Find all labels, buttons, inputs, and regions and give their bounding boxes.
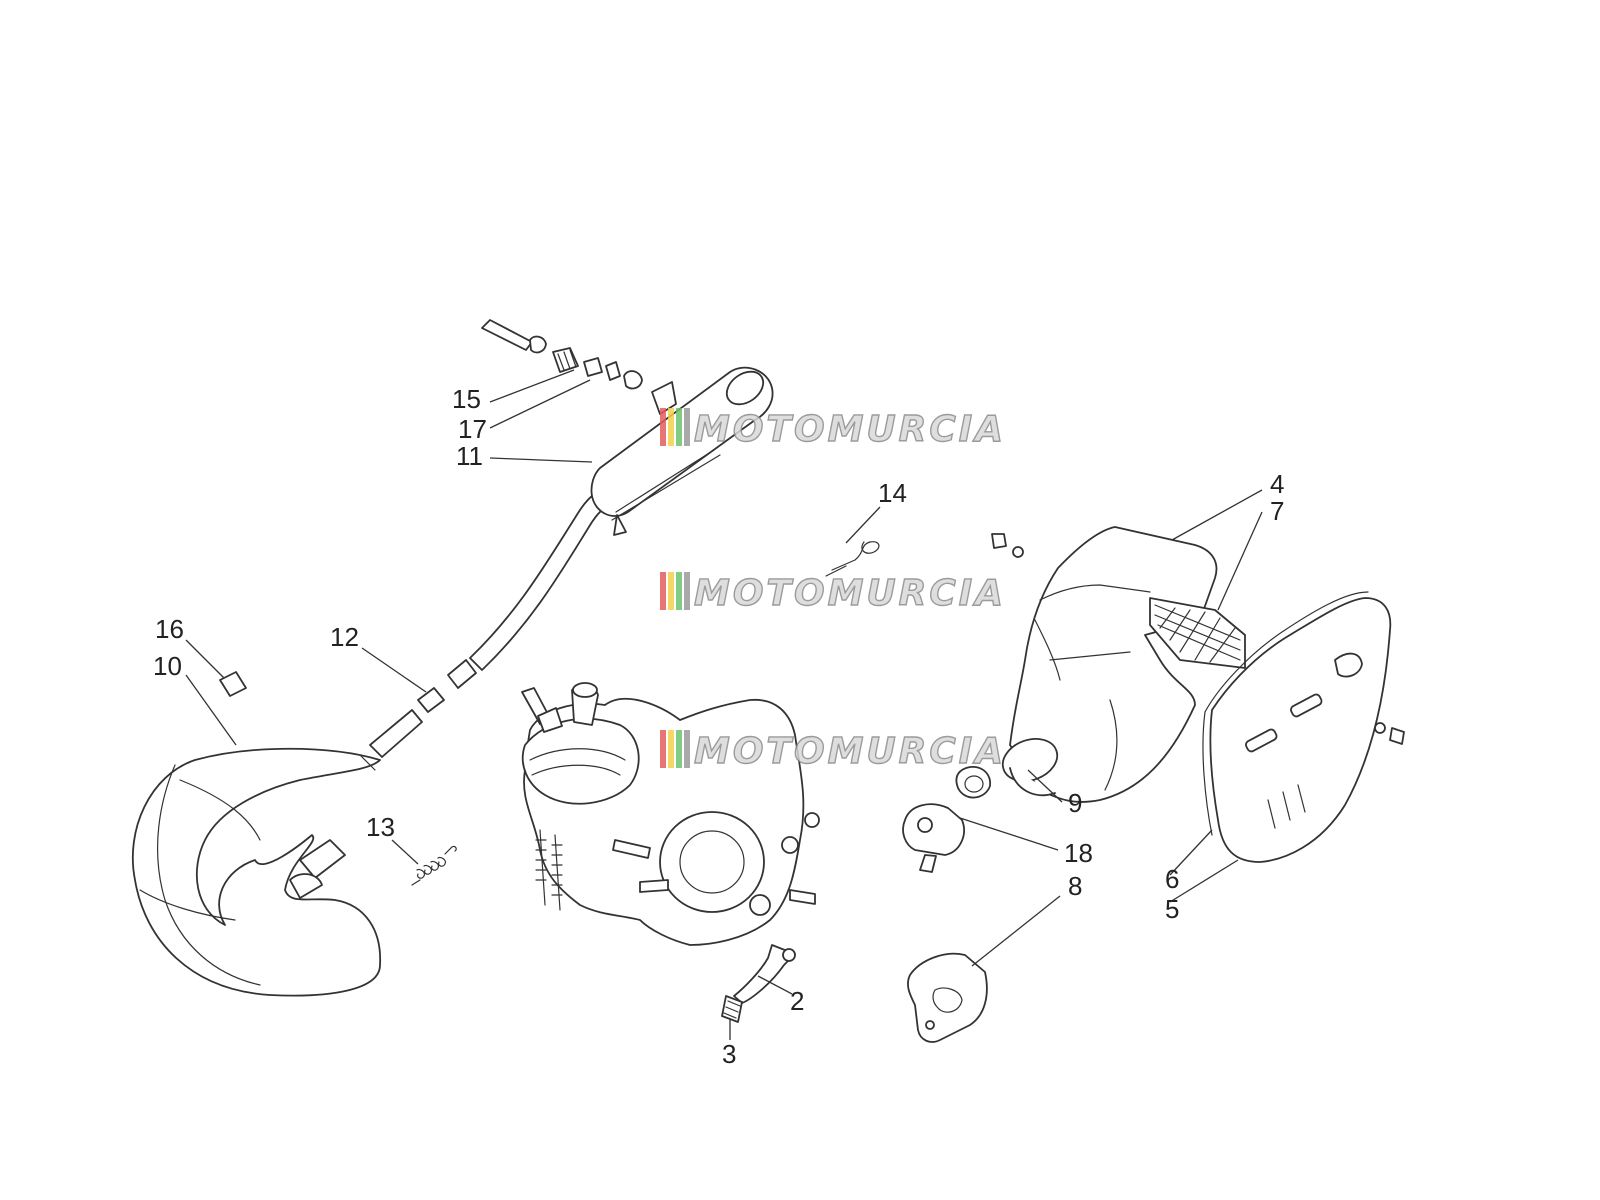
leader-lines bbox=[185, 369, 1263, 1040]
callout-8: 8 bbox=[1068, 871, 1082, 901]
callout-3: 3 bbox=[722, 1039, 736, 1069]
watermark-text: MOTOMURCIA bbox=[694, 409, 1006, 450]
callout-2: 2 bbox=[790, 986, 804, 1016]
callout-10: 10 bbox=[153, 651, 182, 681]
callout-13: 13 bbox=[366, 812, 395, 842]
watermark: MOTOMURCIA MOTOMURCIA MOTOMURCIA bbox=[660, 408, 1006, 773]
spring-icon bbox=[411, 541, 880, 886]
callout-6: 6 bbox=[1165, 864, 1179, 894]
callout-4: 4 bbox=[1270, 469, 1284, 499]
sprocket-cover-icon bbox=[907, 952, 988, 1043]
air-box-cover-icon bbox=[1202, 591, 1392, 863]
watermark-text: MOTOMURCIA bbox=[694, 731, 1006, 772]
callout-17: 17 bbox=[458, 414, 487, 444]
kick-start-lever-icon bbox=[721, 944, 796, 1023]
callout-5: 5 bbox=[1165, 894, 1179, 924]
callout-18: 18 bbox=[1064, 838, 1093, 868]
callout-11: 11 bbox=[456, 441, 483, 471]
callout-labels: 15 17 11 12 16 10 13 14 4 7 9 18 8 6 5 2… bbox=[153, 384, 1284, 1069]
callout-14: 14 bbox=[878, 478, 907, 508]
callout-15: 15 bbox=[452, 384, 481, 414]
watermark-text: MOTOMURCIA bbox=[694, 573, 1006, 614]
callout-7: 7 bbox=[1270, 496, 1284, 526]
engine-icon bbox=[521, 682, 820, 946]
callout-9: 9 bbox=[1068, 788, 1082, 818]
exhaust-expansion-chamber-icon bbox=[131, 484, 623, 997]
air-box-icon bbox=[991, 526, 1405, 803]
silencer-icon bbox=[481, 319, 774, 536]
callout-12: 12 bbox=[330, 622, 359, 652]
callout-16: 16 bbox=[155, 614, 184, 644]
carburetor-icon bbox=[902, 765, 991, 873]
